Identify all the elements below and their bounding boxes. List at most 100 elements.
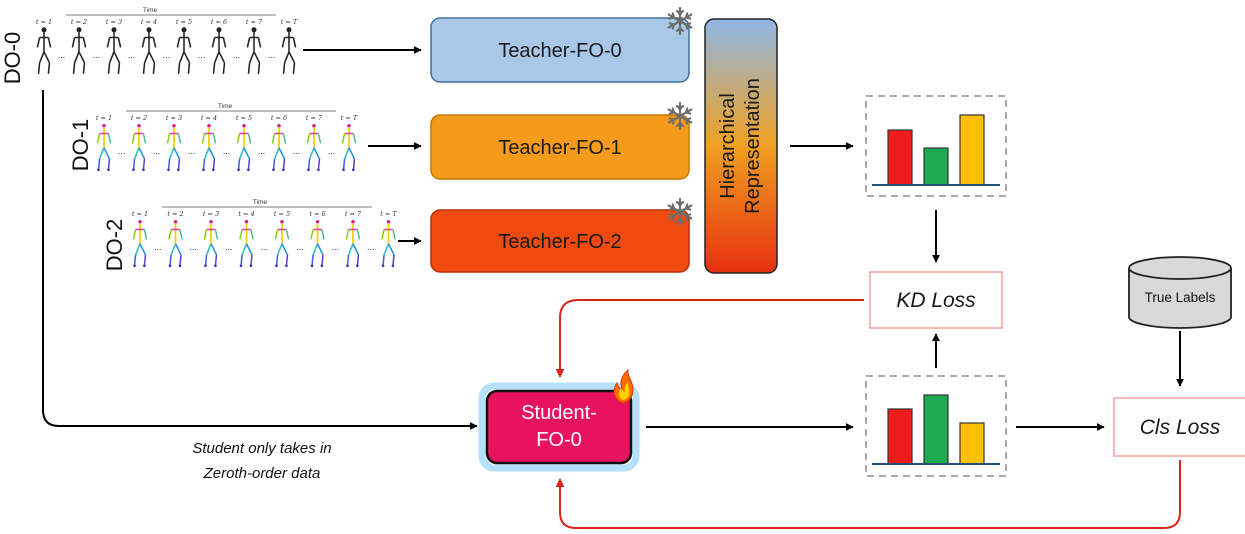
note-line2: Zeroth-order data <box>203 465 321 482</box>
teacher-fo-2-box <box>430 209 690 273</box>
ellipsis: ... <box>367 242 375 252</box>
frame-label: t = 5 <box>236 114 252 122</box>
skeleton-frame <box>309 219 325 268</box>
red-arrow-kd-to-student <box>555 299 864 378</box>
skeleton-frame <box>345 219 361 268</box>
hier-line2: Representation <box>742 78 764 214</box>
arrow-do0-to-student <box>42 90 478 430</box>
ellipsis: ... <box>128 50 136 60</box>
teacher-fo-0-box <box>430 17 690 83</box>
teacher-distribution <box>865 95 1007 197</box>
frame-label: t = T <box>341 114 358 122</box>
note-line1: Student only takes in <box>192 440 331 457</box>
skeleton-frame <box>236 123 252 172</box>
student-line2: FO-0 <box>536 429 582 451</box>
time-label: Time <box>253 199 268 206</box>
cls-loss-box <box>1113 397 1245 457</box>
ellipsis: ... <box>223 146 231 156</box>
bar-green <box>923 147 949 186</box>
frame-label: t = T <box>281 18 298 26</box>
skeleton-frame <box>274 219 290 268</box>
skeleton-frame <box>380 219 396 268</box>
frame-label: t = 7 <box>306 114 323 122</box>
skeleton-frame <box>246 27 262 75</box>
ellipsis: ... <box>258 146 266 156</box>
input-label-do2: DO-2 <box>102 219 127 272</box>
database-icon <box>1128 268 1232 329</box>
frame-label: t = T <box>380 210 397 218</box>
time-label: Time <box>143 7 158 14</box>
skeleton-frame <box>176 27 192 75</box>
frame-label: t = 3 <box>106 18 122 26</box>
bar-red <box>887 129 913 186</box>
ellipsis: ... <box>233 50 241 60</box>
flame-icon <box>613 368 634 404</box>
teacher-fo-0-label: Teacher-FO-0 <box>498 40 621 62</box>
skeleton-frame <box>96 123 112 172</box>
ellipsis: ... <box>93 50 101 60</box>
teacher-fo-1-box <box>430 114 690 180</box>
hierarchical-representation: Hierarchical Representation <box>704 18 778 274</box>
skeleton-frame <box>106 27 122 75</box>
cls-loss-label: Cls Loss <box>1140 416 1221 439</box>
ellipsis: ... <box>163 50 171 60</box>
skeleton-frame <box>211 27 227 75</box>
skeleton-frame <box>341 123 357 172</box>
frame-label: t = 1 <box>36 18 52 26</box>
student-box <box>485 389 633 465</box>
time-label: Time <box>218 103 233 110</box>
frame-label: t = 4 <box>141 18 157 26</box>
kd-loss-box <box>869 271 1003 329</box>
teacher-fo-0: Teacher-FO-0 <box>430 6 693 83</box>
frame-label: t = 6 <box>309 210 325 218</box>
teacher-fo-2-label: Teacher-FO-2 <box>498 231 621 253</box>
frame-label: t = 6 <box>211 18 227 26</box>
frame-label: t = 1 <box>132 210 148 218</box>
frame-label: t = 3 <box>166 114 182 122</box>
ellipsis: ... <box>154 242 162 252</box>
teacher-fo-1-label: Teacher-FO-1 <box>498 137 621 159</box>
ellipsis: ... <box>296 242 304 252</box>
frame-label: t = 5 <box>176 18 192 26</box>
hierarchical-box <box>704 18 778 274</box>
skeleton-frame <box>141 27 157 75</box>
ellipsis: ... <box>189 242 197 252</box>
frame-label: t = 7 <box>246 18 263 26</box>
database-top <box>1128 256 1232 280</box>
ellipsis: ... <box>225 242 233 252</box>
frame-label: t = 2 <box>71 18 87 26</box>
true-labels-text: True Labels <box>1145 290 1216 305</box>
frame-label: t = 1 <box>96 114 112 122</box>
skeleton-frame <box>167 219 183 268</box>
ellipsis: ... <box>260 242 268 252</box>
bar-yellow <box>959 422 985 465</box>
input-label-do0: DO-0 <box>0 32 25 85</box>
skeleton-frame <box>203 219 219 268</box>
frame-label: t = 7 <box>345 210 362 218</box>
ellipsis: ... <box>153 146 161 156</box>
ellipsis: ... <box>328 146 336 156</box>
ellipsis: ... <box>188 146 196 156</box>
frame-label: t = 5 <box>274 210 290 218</box>
hier-line1: Hierarchical <box>717 93 739 199</box>
frame-label: t = 2 <box>167 210 183 218</box>
ellipsis: ... <box>58 50 66 60</box>
kd-loss-label: KD Loss <box>896 289 976 312</box>
skeleton-frame <box>132 219 148 268</box>
student-distribution <box>865 375 1007 477</box>
cls-loss: Cls Loss <box>1113 397 1245 457</box>
skeleton-frame <box>131 123 147 172</box>
bar-green <box>923 394 949 465</box>
skeleton-frame <box>36 27 52 75</box>
teacher-fo-2: Teacher-FO-2 <box>430 197 693 273</box>
ellipsis: ... <box>331 242 339 252</box>
true-labels: True Labels <box>1128 256 1232 329</box>
bar-red <box>887 408 913 465</box>
skeleton-frame <box>166 123 182 172</box>
skeleton-frame <box>201 123 217 172</box>
ellipsis: ... <box>293 146 301 156</box>
skeleton-strip-do0: Time t = 1... t = 2... t = 3... t = 4... t = … <box>36 7 298 75</box>
skeleton-frame <box>71 27 87 75</box>
